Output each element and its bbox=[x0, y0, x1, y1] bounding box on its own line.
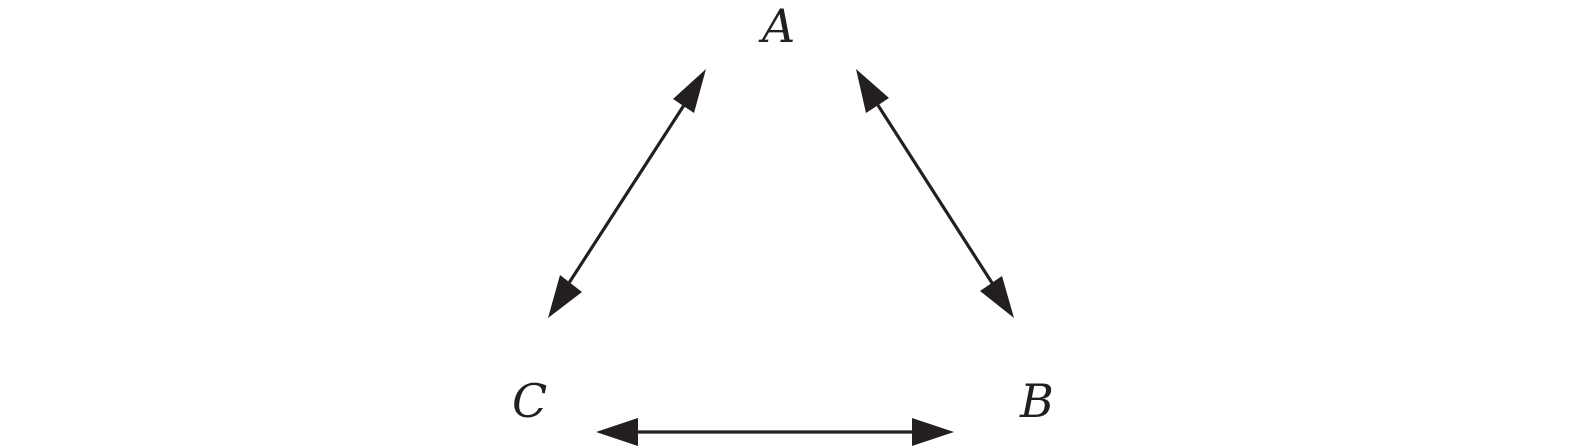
arrow-head-c-b-right bbox=[912, 418, 954, 446]
node-label-b: B bbox=[1019, 374, 1054, 428]
arrow-head-a-c-bottom bbox=[548, 275, 582, 318]
arrow-head-c-b-left bbox=[596, 418, 638, 446]
node-label-a: A bbox=[758, 0, 795, 53]
edge-a-c bbox=[548, 69, 706, 318]
edge-a-b-line bbox=[872, 98, 996, 287]
node-label-c: C bbox=[512, 374, 547, 428]
arrow-head-a-c-top bbox=[673, 69, 706, 113]
arrow-head-a-b-bottom bbox=[980, 276, 1014, 318]
edge-a-b bbox=[856, 69, 1014, 318]
edge-a-c-line bbox=[565, 98, 690, 287]
edge-c-b bbox=[596, 418, 954, 446]
arrow-head-a-b-top bbox=[856, 69, 889, 113]
